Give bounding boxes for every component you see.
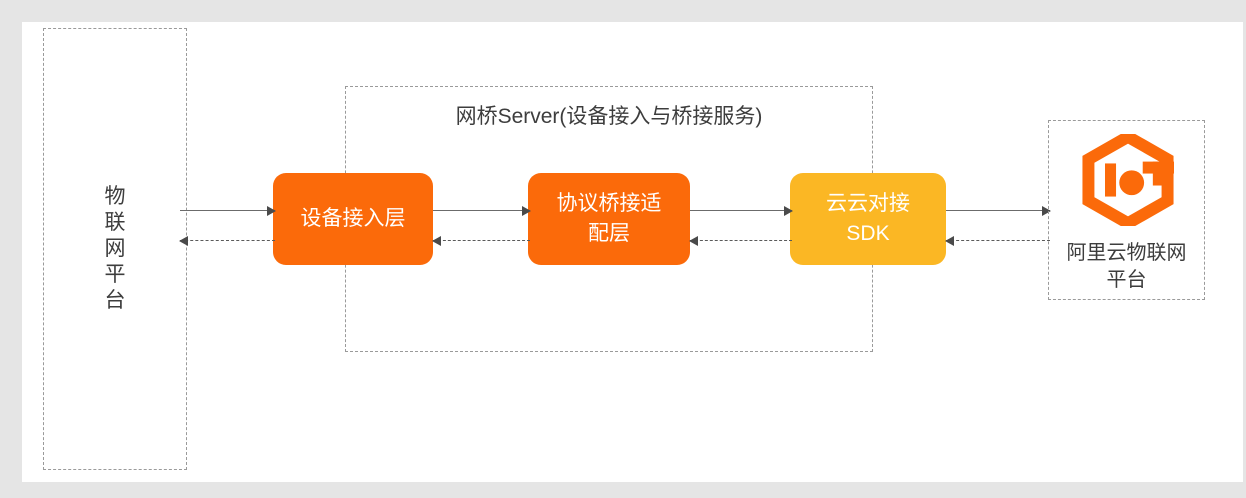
iot-platform-container: [43, 28, 187, 470]
arrow-head-right-icon: [784, 206, 793, 216]
iot-platform-vertical-label: 物 联 网 平 台: [105, 184, 126, 314]
aliyun-iot-platform-label: 阿里云物联网 平台: [1048, 240, 1205, 294]
cloud-to-cloud-sdk-label-line1: 云云对接: [826, 192, 910, 215]
arrow-device-access-to-adapter: [433, 206, 531, 216]
protocol-bridge-adapter-box[interactable]: 协议桥接适 配层: [528, 173, 690, 265]
aliyun-iot-platform-container: [1048, 120, 1205, 300]
protocol-bridge-adapter-label: 协议桥接适 配层: [557, 189, 662, 249]
arrow-head-right-icon: [1042, 206, 1051, 216]
arrow-adapter-to-device-access: [432, 236, 530, 246]
arrow-line: [690, 240, 792, 241]
arrow-line: [433, 210, 530, 211]
arrow-head-left-icon: [432, 236, 441, 246]
aliyun-iot-logo-icon: [1082, 129, 1174, 231]
arrow-line: [946, 210, 1050, 211]
protocol-bridge-adapter-label-line2: 配层: [588, 222, 630, 245]
iot-platform-label-char-1: 物: [104, 185, 126, 208]
arrow-line: [180, 210, 275, 211]
arrow-head-right-icon: [267, 206, 276, 216]
iot-platform-label-char-3: 网: [104, 237, 126, 260]
protocol-bridge-adapter-label-line1: 协议桥接适: [556, 192, 662, 215]
device-access-layer-label: 设备接入层: [300, 207, 406, 230]
iot-platform-label-char-4: 平: [104, 263, 126, 286]
arrow-sdk-to-aliyun-iot: [946, 206, 1051, 216]
arrow-head-left-icon: [689, 236, 698, 246]
arrow-aliyun-iot-to-sdk: [945, 236, 1050, 246]
arrow-head-left-icon: [945, 236, 954, 246]
cloud-to-cloud-sdk-box[interactable]: 云云对接 SDK: [790, 173, 946, 265]
cloud-to-cloud-sdk-label: 云云对接 SDK: [826, 189, 910, 249]
arrow-line: [433, 240, 530, 241]
arrow-line: [690, 210, 792, 211]
arrow-line: [946, 240, 1050, 241]
arrow-sdk-to-adapter: [689, 236, 792, 246]
arrow-line: [180, 240, 275, 241]
arrow-adapter-to-sdk: [690, 206, 793, 216]
device-access-layer-box[interactable]: 设备接入层: [273, 173, 433, 265]
arrow-head-left-icon: [179, 236, 188, 246]
diagram-canvas: 物 联 网 平 台 网桥Server(设备接入与桥接服务) 设备接入层 协议桥接…: [22, 22, 1243, 482]
aliyun-iot-platform-label-line1: 阿里云物联网: [1066, 242, 1187, 264]
aliyun-iot-platform-label-line2: 平台: [1106, 269, 1147, 291]
arrow-platform-to-device-access: [180, 206, 276, 216]
iot-platform-label-char-5: 台: [104, 289, 126, 312]
bridge-server-title: 网桥Server(设备接入与桥接服务): [455, 105, 763, 128]
iot-platform-label-wrap: 物 联 网 平 台: [43, 28, 187, 470]
arrow-head-right-icon: [522, 206, 531, 216]
cloud-to-cloud-sdk-label-line2: SDK: [846, 222, 890, 245]
arrow-device-access-to-platform: [179, 236, 275, 246]
iot-platform-label-char-2: 联: [104, 211, 126, 234]
